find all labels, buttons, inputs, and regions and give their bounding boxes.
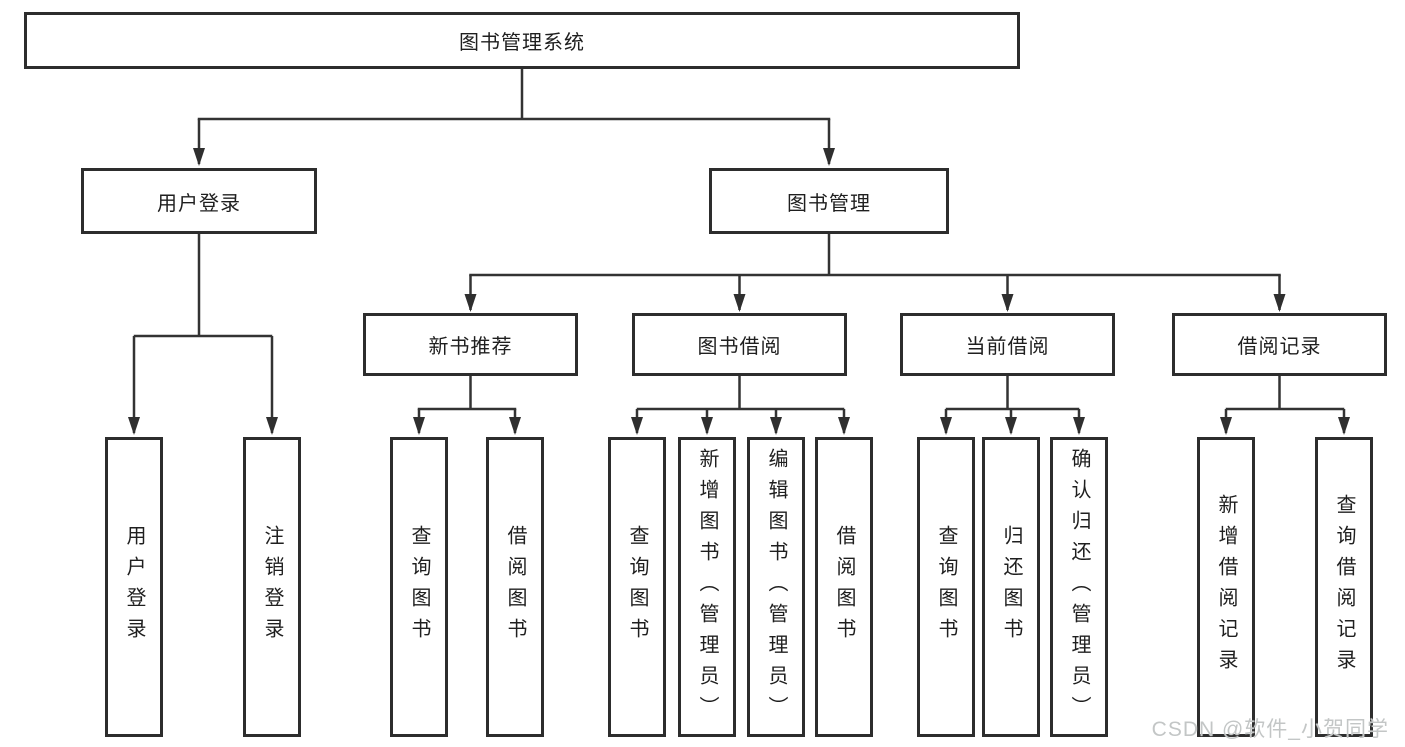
node-label: 图书管理 [787,192,871,215]
node-book-management-branch: 图书管理 [709,168,949,234]
node-new-book-recommendation: 新书推荐 [363,313,578,376]
leaf-return-books: 归还图书 [982,437,1040,737]
node-label: 查询图书 [408,525,430,649]
node-label: 查询图书 [935,525,957,649]
node-user-login-branch: 用户登录 [81,168,317,234]
leaf-borrow-books: 借阅图书 [815,437,873,737]
node-label: 当前借阅 [965,336,1050,358]
leaf-query-borrow-record: 查询借阅记录 [1315,437,1373,737]
leaf-confirm-return-admin: 确认归还（管理员） [1050,437,1108,737]
node-label: 借阅图书 [504,525,526,649]
node-root-book-management-system: 图书管理系统 [24,12,1020,69]
leaf-add-books-admin: 新增图书（管理员） [678,437,736,737]
node-label: 图书借阅 [697,336,782,358]
node-label: 注销登录 [261,525,283,649]
node-label: 归还图书 [1000,525,1022,649]
node-label: 借阅记录 [1237,336,1322,358]
leaf-logout: 注销登录 [243,437,301,737]
leaf-query-books-current: 查询图书 [917,437,975,737]
leaf-edit-books-admin: 编辑图书（管理员） [747,437,805,737]
node-borrowing-records: 借阅记录 [1172,313,1387,376]
leaf-add-borrow-record: 新增借阅记录 [1197,437,1255,737]
node-label: 新书推荐 [428,336,513,358]
node-label: 借阅图书 [833,525,855,649]
node-label: 用户登录 [123,525,145,649]
node-label: 编辑图书（管理员） [765,447,787,727]
node-label: 新增借阅记录 [1215,494,1237,680]
leaf-borrow-books-recommend: 借阅图书 [486,437,544,737]
connector-trunks [133,68,1345,411]
leaf-user-login: 用户登录 [105,437,163,737]
node-label: 查询图书 [626,525,648,649]
watermark: CSDN @软件_小贺同学 [1151,718,1389,741]
node-book-borrowing: 图书借阅 [632,313,847,376]
node-label: 新增图书（管理员） [696,447,718,727]
node-label: 查询借阅记录 [1333,494,1355,680]
node-label: 图书管理系统 [459,32,585,54]
leaf-query-books-recommend: 查询图书 [390,437,448,737]
node-label: 用户登录 [157,192,241,215]
node-current-borrowing: 当前借阅 [900,313,1115,376]
node-label: 确认归还（管理员） [1068,447,1090,727]
leaf-query-books-borrowing: 查询图书 [608,437,666,737]
